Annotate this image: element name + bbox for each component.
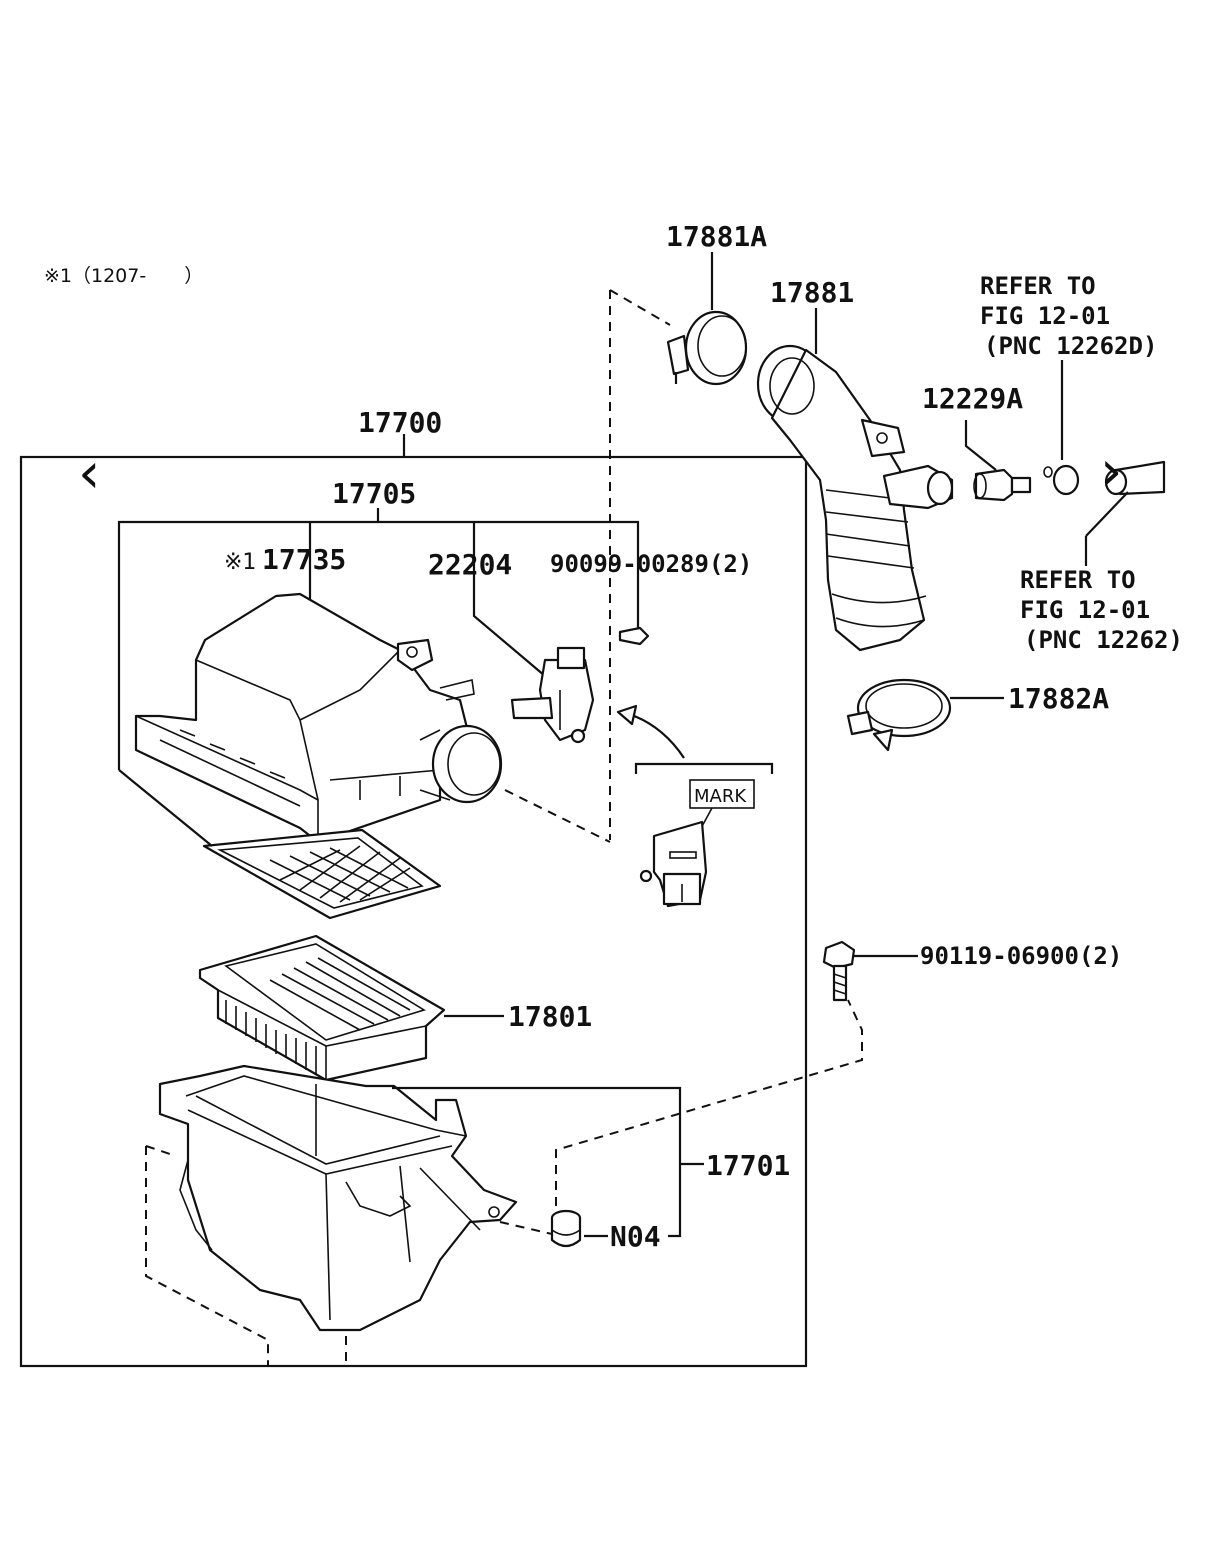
callout-17700[interactable]: 17700 xyxy=(358,406,442,439)
filter-mesh xyxy=(202,828,442,920)
callout-90119-06900[interactable]: 90119-06900(2) xyxy=(920,942,1122,970)
refer-upper-line-3: (PNC 12262D) xyxy=(984,332,1157,360)
assembly-frame xyxy=(19,455,808,1368)
note-label: ※1（1207- ） xyxy=(44,265,203,287)
screw-90099 xyxy=(618,626,650,646)
callout-N04[interactable]: N04 xyxy=(610,1220,661,1253)
mark-1-label: ※1 xyxy=(224,550,256,575)
mark-box xyxy=(689,779,755,809)
callout-17701[interactable]: 17701 xyxy=(706,1149,790,1182)
prev-arrow-icon[interactable]: ‹ xyxy=(78,441,100,506)
airflow-meter-22204 xyxy=(510,646,595,744)
fitting-12229A xyxy=(973,468,1032,502)
air-cleaner-case-17701 xyxy=(158,1064,518,1332)
sensor-mark-view xyxy=(639,820,708,908)
callout-12229A[interactable]: 12229A xyxy=(922,382,1023,415)
callout-17882A[interactable]: 17882A xyxy=(1008,682,1109,715)
callout-17801[interactable]: 17801 xyxy=(508,1000,592,1033)
grommet-N04 xyxy=(550,1209,582,1248)
callout-17705[interactable]: 17705 xyxy=(332,477,416,510)
refer-lower-line-1: REFER TO xyxy=(1020,566,1136,594)
refer-upper-line-1: REFER TO xyxy=(980,272,1096,300)
refer-lower-line-2: FIG 12-01 xyxy=(1020,596,1150,624)
refer-upper-line-2: FIG 12-01 xyxy=(980,302,1110,330)
callout-90099-00289[interactable]: 90099-00289(2) xyxy=(550,550,752,578)
callout-17881[interactable]: 17881 xyxy=(770,276,854,309)
refer-lower-line-3: (PNC 12262) xyxy=(1024,626,1183,654)
callout-17881A[interactable]: 17881A xyxy=(666,220,767,253)
callout-22204[interactable]: 22204 xyxy=(428,548,512,581)
air-filter-17801 xyxy=(198,934,446,1082)
hose-clamp-17881A xyxy=(666,310,748,386)
bolt-90119 xyxy=(822,940,856,1002)
callout-17735[interactable]: 17735 xyxy=(262,543,346,576)
intake-hose-17881 xyxy=(756,344,954,652)
hose-clamp-17882A xyxy=(846,678,952,752)
mark-label: MARK xyxy=(694,786,747,807)
next-arrow-icon[interactable]: › xyxy=(1100,439,1122,504)
hose-clip-12262D xyxy=(1043,464,1080,496)
hose-12262 xyxy=(1104,460,1166,496)
air-cleaner-cap xyxy=(134,592,503,844)
